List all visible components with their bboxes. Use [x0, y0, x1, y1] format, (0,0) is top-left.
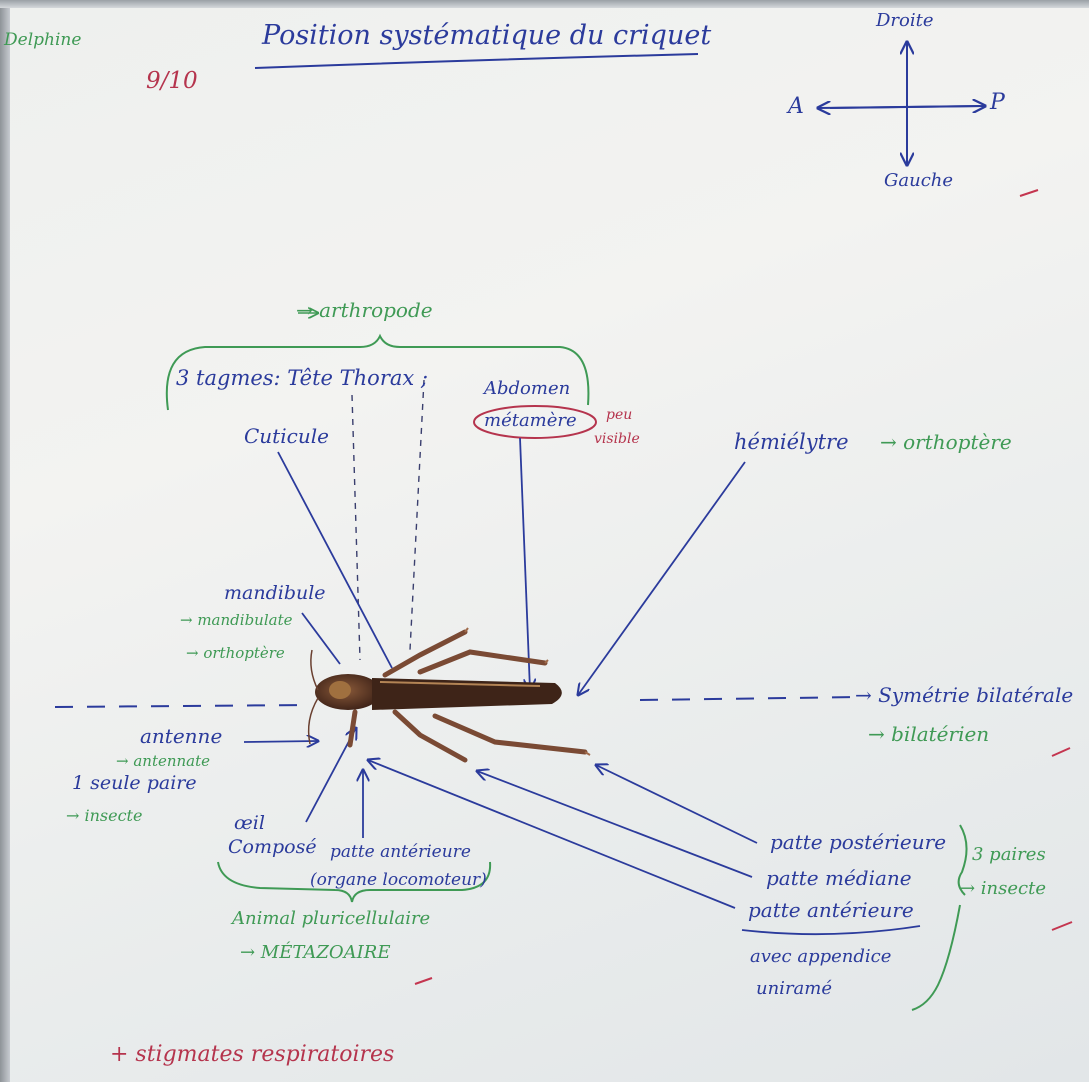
- orientation-compass: [818, 42, 985, 165]
- compose-label: Composé: [228, 838, 317, 857]
- hemielytre-label: hémiélytre: [734, 432, 849, 453]
- orthoptere-left-label: → orthoptère: [186, 646, 285, 661]
- pointer-lines: [244, 438, 757, 908]
- patte-posterieure-label: patte postérieure: [770, 832, 946, 852]
- uniramé-label: uniramé: [756, 980, 832, 998]
- cuticule-label: Cuticule: [244, 426, 329, 446]
- trois-paires-label: 3 paires: [972, 846, 1046, 864]
- compass-up-label: Droite: [876, 12, 934, 30]
- page-title: Position systématique du criquet: [262, 22, 711, 49]
- insecte-left-label: → insecte: [66, 808, 142, 824]
- author-name: Delphine: [4, 32, 81, 49]
- compass-left-label: A: [788, 96, 804, 118]
- patte-anterieure-center-label: patte antérieure: [330, 844, 471, 861]
- tagme-dashes: [352, 380, 424, 660]
- antenne-label: antenne: [140, 726, 222, 746]
- orthoptere-right-label: → orthoptère: [880, 432, 1012, 452]
- antennate-label: → antennate: [116, 754, 210, 769]
- mandibule-label: mandibule: [224, 584, 326, 603]
- compass-right-label: P: [990, 92, 1005, 114]
- symetrie-label: → Symétrie bilatérale: [855, 685, 1073, 705]
- abdomen-label: Abdomen: [484, 380, 570, 398]
- patte-mediane-label: patte médiane: [766, 868, 912, 888]
- mandibulate-label: → mandibulate: [180, 613, 292, 628]
- insecte-right-label: → insecte: [960, 880, 1046, 898]
- patte-anterieure-right-label: patte antérieure: [748, 900, 914, 920]
- animal-pluricellulaire-label: Animal pluricellulaire: [232, 910, 430, 928]
- peu-note: peu: [606, 408, 632, 422]
- appendice-label: avec appendice: [750, 948, 891, 966]
- tagmes-label: 3 tagmes: Tête Thorax ;: [176, 368, 428, 389]
- visible-note: visible: [594, 432, 640, 446]
- metazoaire-label: → MÉTAZOAIRE: [240, 944, 390, 962]
- oeil-label: œil: [234, 814, 265, 833]
- grade: 9/10: [146, 70, 198, 93]
- title-underline: [255, 54, 698, 68]
- compass-down-label: Gauche: [884, 172, 953, 190]
- cricket-specimen: [309, 628, 590, 760]
- seule-paire-label: 1 seule paire: [72, 774, 197, 793]
- arthropode-label: → arthropode: [296, 300, 433, 320]
- stigmates-note: + stigmates respiratoires: [110, 1044, 394, 1066]
- metamere-label: métamère: [484, 412, 577, 430]
- organe-locomoteur-label: (organe locomoteur): [310, 872, 487, 889]
- bilaterien-label: → bilatérien: [868, 724, 989, 744]
